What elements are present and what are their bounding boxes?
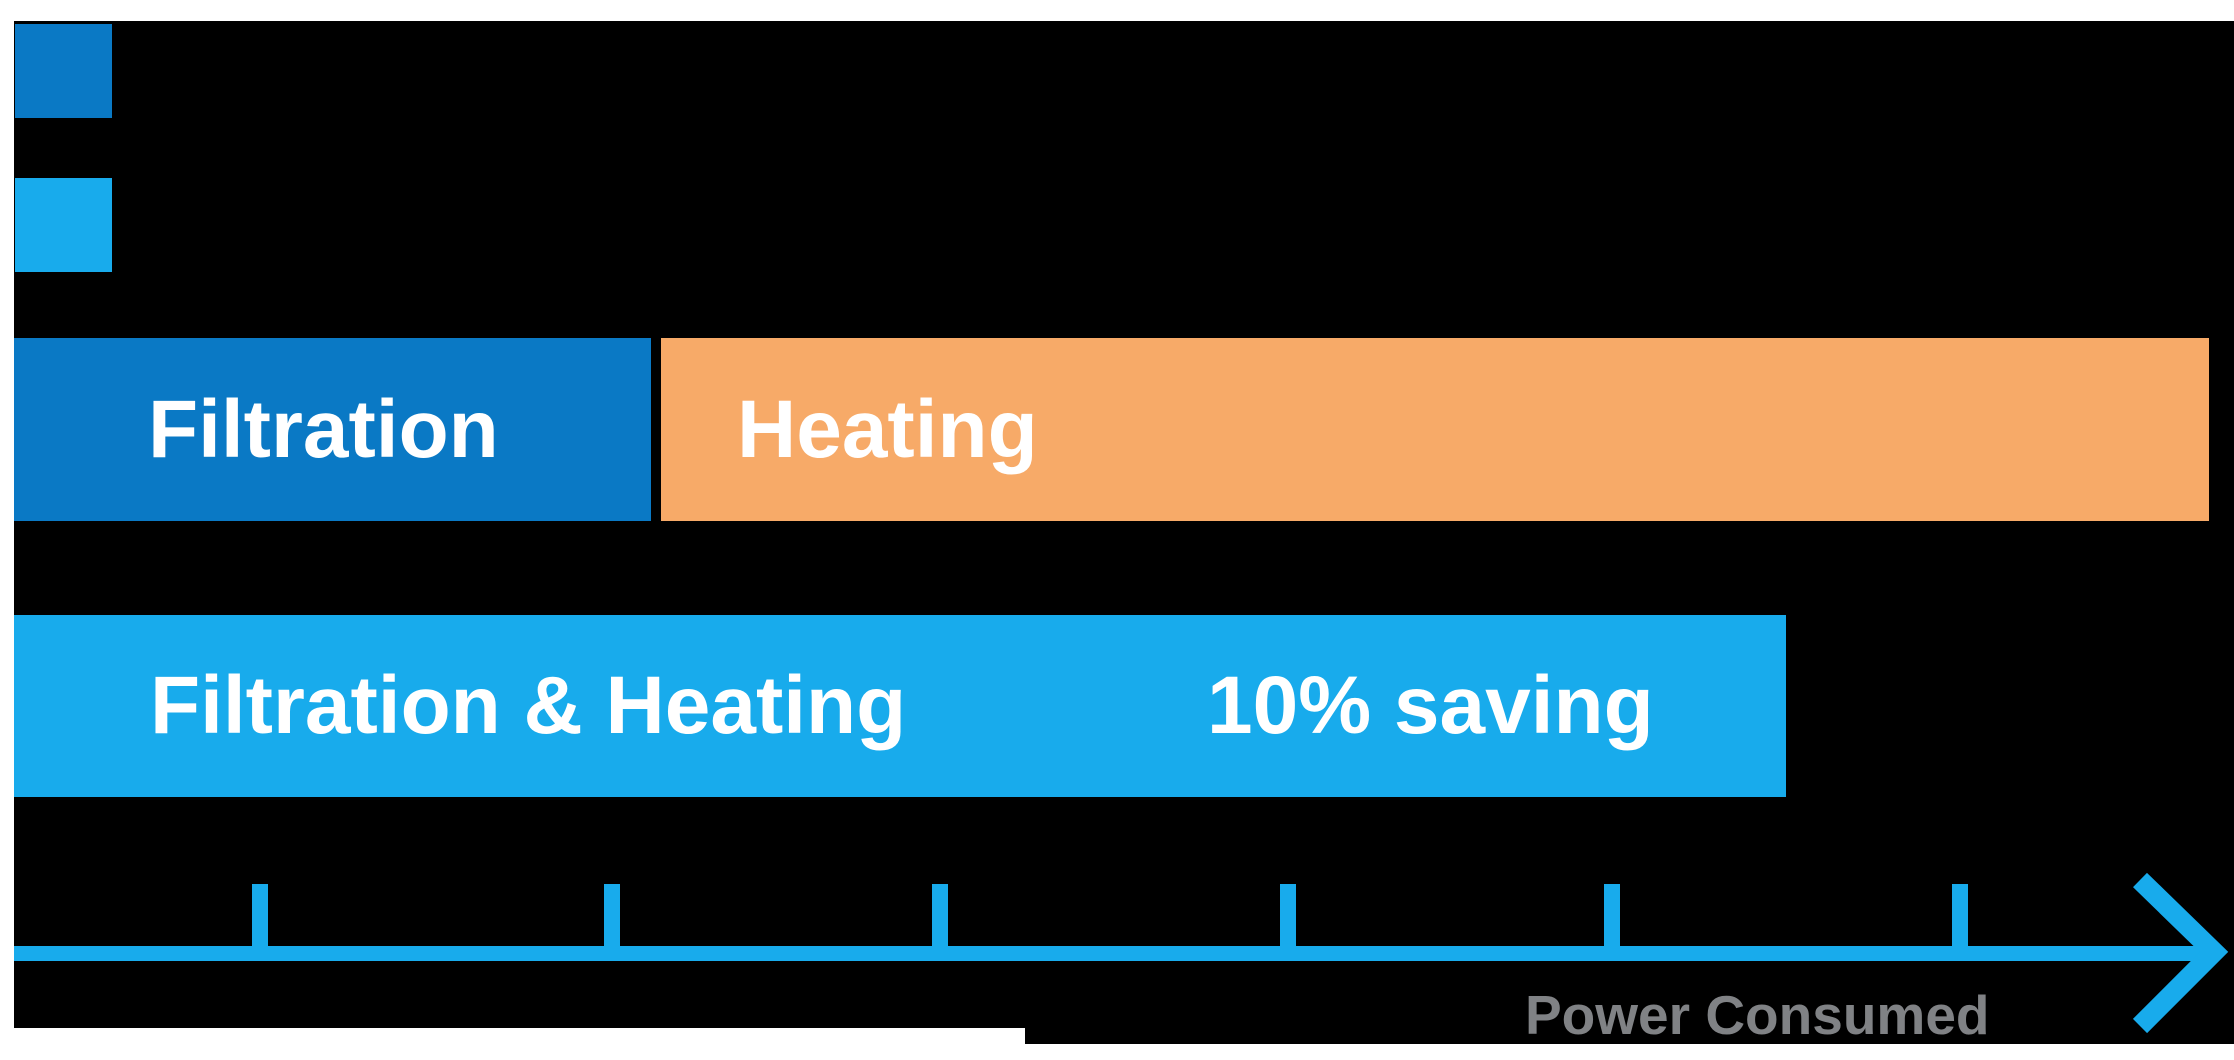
axis-tick	[1280, 884, 1296, 961]
axis-label: Power Consumed	[1525, 984, 1990, 1046]
saving-annotation: 10% saving	[1207, 660, 1654, 751]
bar-segment-heating: Heating	[661, 338, 2209, 521]
bar-segment-filtration: Filtration	[14, 338, 651, 521]
legend-swatch-dark-blue	[15, 24, 112, 118]
x-axis-line	[14, 946, 2208, 961]
legend-swatch-light-blue	[15, 178, 112, 272]
axis-tick	[932, 884, 948, 961]
chart-canvas-bottom-extension	[1025, 1028, 2234, 1044]
axis-tick	[1952, 884, 1968, 961]
axis-tick	[604, 884, 620, 961]
chart-canvas	[14, 21, 2234, 1028]
heating-label: Heating	[737, 383, 1038, 475]
filtration-label: Filtration	[148, 383, 499, 475]
axis-tick	[1604, 884, 1620, 961]
axis-tick	[252, 884, 268, 961]
bar-combined-operation: Filtration & Heating 10% saving	[14, 615, 1786, 797]
combined-label: Filtration & Heating	[150, 660, 907, 751]
bar-separate-operation: Filtration Heating	[14, 338, 2209, 521]
